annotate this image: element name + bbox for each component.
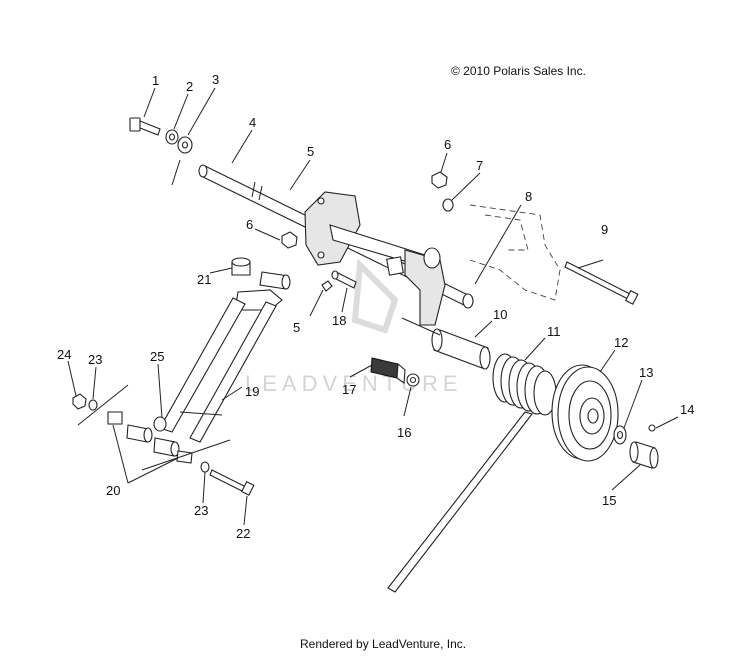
bushing-part-25: [153, 416, 167, 432]
callout-15: 15: [602, 493, 616, 508]
callout-25: 25: [150, 349, 164, 364]
block-part-17: [370, 357, 406, 385]
callout-5-lower: 5: [293, 320, 300, 335]
callout-16: 16: [397, 425, 411, 440]
watermark-text: LEADVENTURE: [245, 371, 463, 396]
footer-text: Rendered by LeadVenture, Inc.: [300, 637, 466, 651]
pivot-arm-part-5: [304, 191, 446, 326]
callout-17: 17: [342, 382, 356, 397]
callout-1: 1: [152, 73, 159, 88]
callout-21: 21: [197, 272, 211, 287]
callout-24: 24: [57, 347, 71, 362]
callout-19: 19: [245, 384, 259, 399]
leader-lines: [67, 87, 679, 526]
torsion-spring-part-11: [387, 353, 557, 593]
callout-14: 14: [680, 402, 694, 417]
callout-10: 10: [493, 307, 507, 322]
callout-4: 4: [249, 115, 256, 130]
cap-part-15: [629, 441, 659, 469]
callout-12: 12: [614, 335, 628, 350]
bracket-outline: [469, 204, 561, 301]
pin-part-18: [331, 270, 357, 289]
callout-11: 11: [547, 324, 561, 339]
callout-23-left: 23: [88, 352, 102, 367]
sleeve-part-10: [431, 328, 491, 370]
axis-lines: [77, 317, 441, 471]
washer-part-23-left: [88, 399, 98, 411]
callout-22: 22: [236, 526, 250, 541]
callout-6-top: 6: [444, 137, 451, 152]
bolt-part-5: [321, 280, 333, 292]
nut-part-24: [72, 393, 87, 410]
callout-23-lower: 23: [194, 503, 208, 518]
long-bolt-part-9: [564, 261, 639, 305]
bushing-upper-arm: [259, 271, 291, 290]
bolt-part-1: [129, 117, 161, 136]
callout-8: 8: [525, 189, 532, 204]
wheel-part-12: [551, 364, 619, 462]
nut-part-6-left: [281, 231, 298, 249]
washer-part-23-right: [200, 461, 210, 473]
bolt-part-22: [209, 469, 255, 496]
callout-9: 9: [601, 222, 608, 237]
callout-5-top: 5: [307, 144, 314, 159]
a-arm-part-19: [159, 289, 283, 443]
callout-6-left: 6: [246, 217, 253, 232]
callout-13: 13: [639, 365, 653, 380]
callout-labels: 1 2 3 4 5 6 7 8 9 6 21 5 18 10 11 12 13 …: [57, 72, 694, 541]
washer-part-7: [442, 198, 454, 212]
callout-3: 3: [212, 72, 219, 87]
callout-2: 2: [186, 79, 193, 94]
nut-part-6: [431, 171, 448, 189]
ball-part-14: [648, 424, 656, 432]
callout-7: 7: [476, 158, 483, 173]
callout-18: 18: [332, 313, 346, 328]
watermark: LEADVENTURE: [245, 258, 463, 396]
callout-20: 20: [106, 483, 120, 498]
bushing-part-21: [231, 257, 251, 276]
copyright-text: © 2010 Polaris Sales Inc.: [451, 64, 586, 78]
